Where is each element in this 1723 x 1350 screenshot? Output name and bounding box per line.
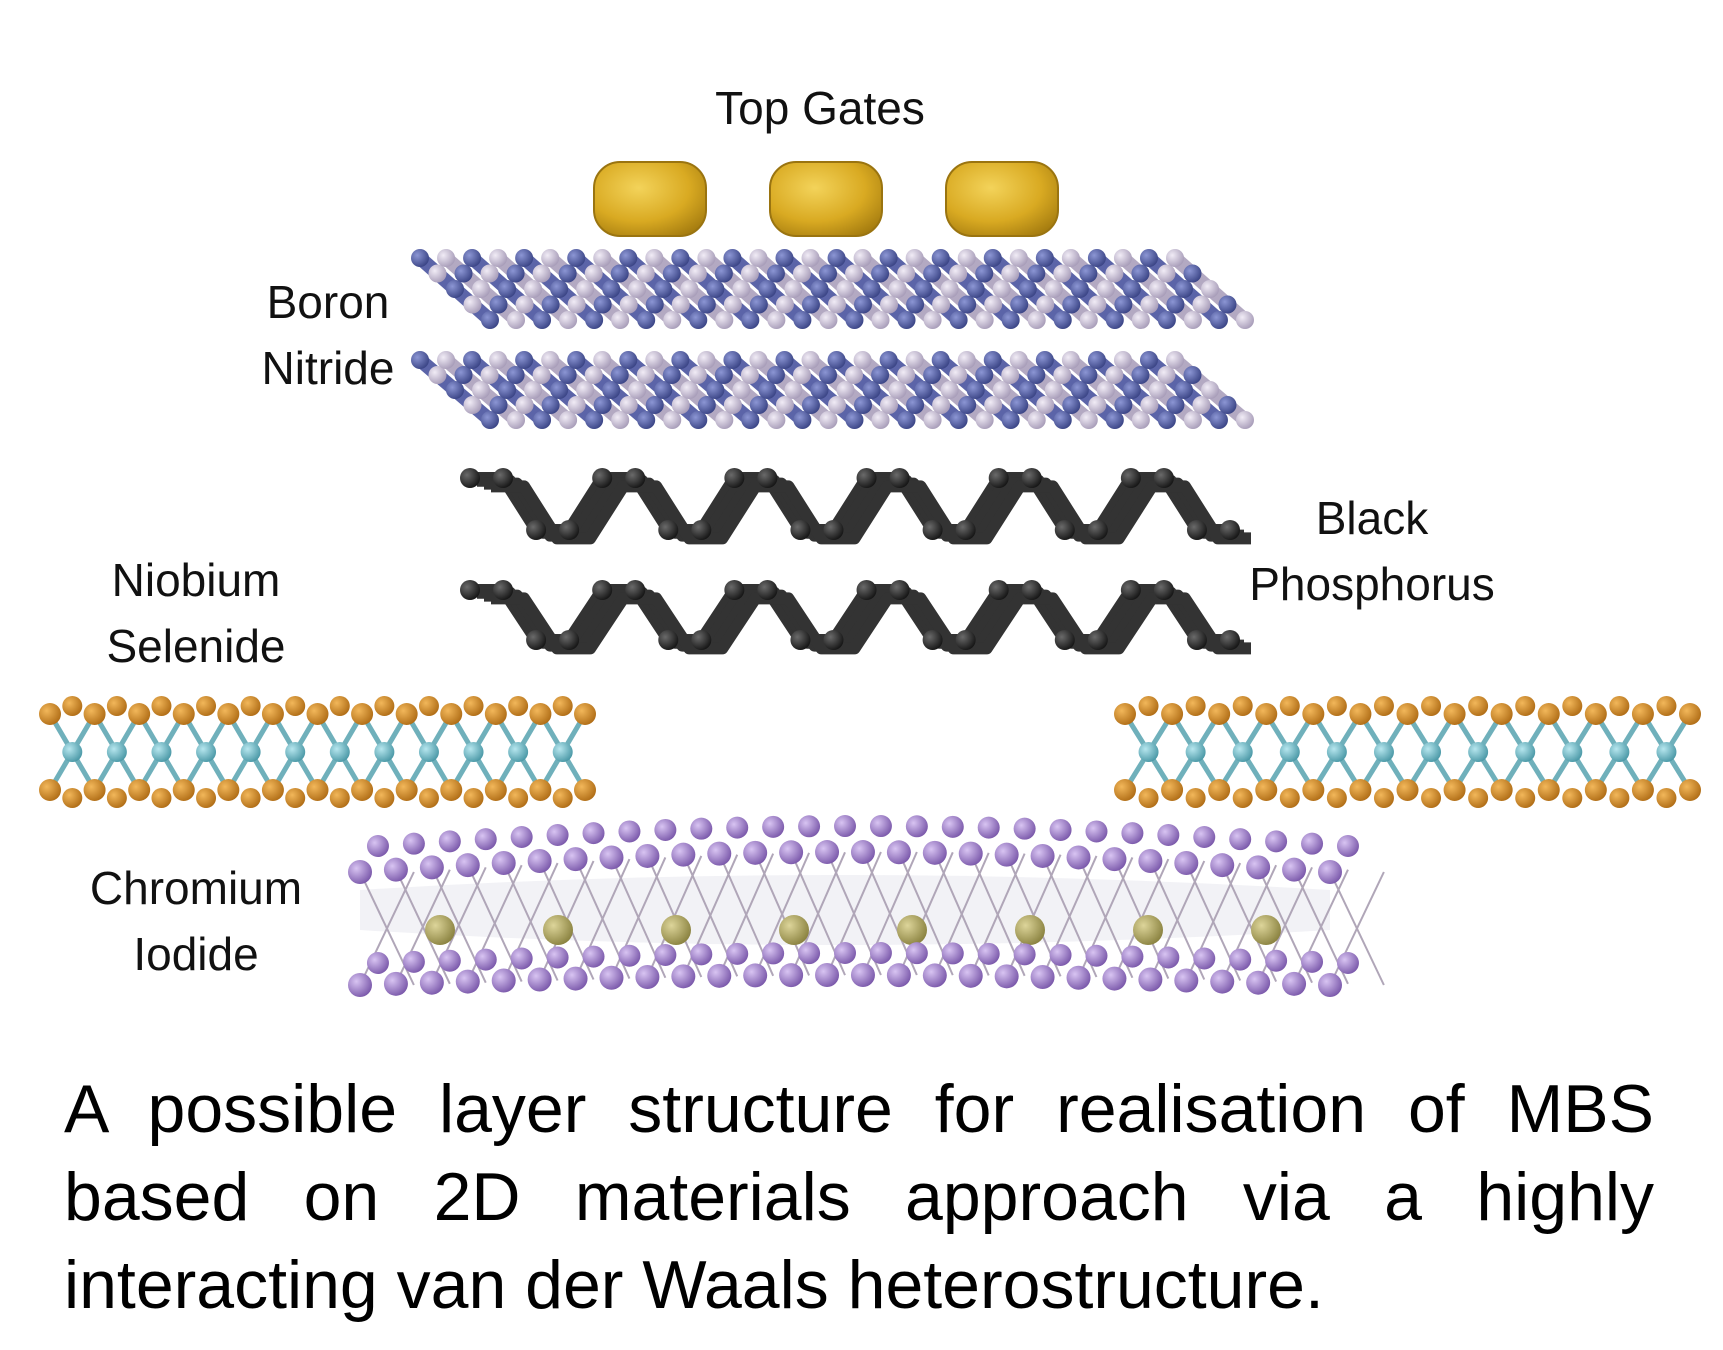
label-niobium-line1: Niobium [112,554,281,606]
label-top-gates: Top Gates [715,82,925,134]
label-black-line1: Black [1316,492,1429,544]
layer-structure-diagram: Top Gates Boron Nitride Black Phosphorus… [39,82,1701,997]
niobium-selenide-right [1114,696,1701,808]
black-phosphorus-layer-bottom [460,580,1251,655]
figure-caption: A possible layer structure for realisati… [64,1071,1654,1323]
label-chromium-line2: Iodide [133,928,258,980]
label-black-line2: Phosphorus [1249,558,1495,610]
niobium-selenide-left [39,696,596,808]
boron-nitride-layer-top [411,249,1254,329]
top-gates [593,161,1059,237]
gate-middle [769,161,883,237]
gate-left [593,161,707,237]
label-boron-line2: Nitride [262,342,395,394]
label-boron-line1: Boron [267,276,390,328]
label-niobium-line2: Selenide [106,620,285,672]
chromium-iodide-layer [348,815,1385,997]
boron-nitride-layer-bottom [411,351,1254,429]
gate-right [945,161,1059,237]
black-phosphorus-layer-top [460,468,1251,545]
label-chromium-line1: Chromium [90,862,302,914]
